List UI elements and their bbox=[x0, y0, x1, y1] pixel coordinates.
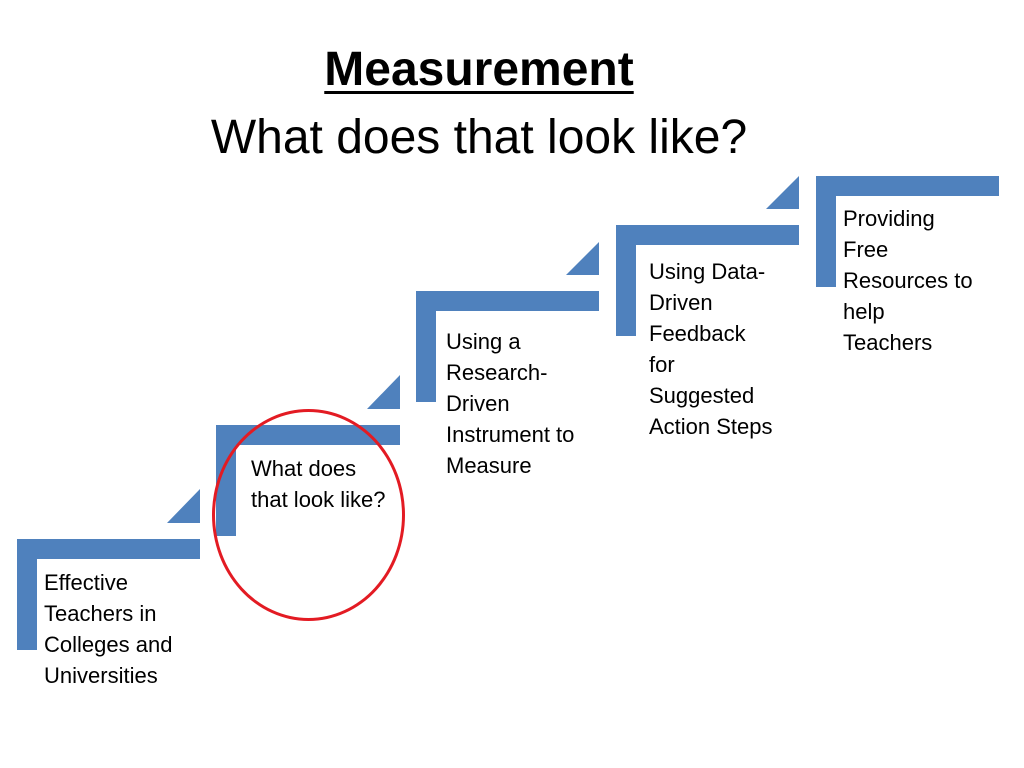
step-5-label: Providing Free Resources to help Teacher… bbox=[843, 206, 973, 355]
step-1-label: Effective Teachers in Colleges and Unive… bbox=[44, 570, 173, 688]
highlight-circle bbox=[212, 409, 405, 621]
step-5-bracket bbox=[816, 176, 999, 287]
step-4-label: Using Data-Driven Feedback for Suggested… bbox=[649, 259, 773, 439]
title-main: Measurement bbox=[324, 43, 634, 96]
step-1-arrow bbox=[167, 489, 200, 523]
title-subtitle: What does that look like? bbox=[210, 111, 748, 164]
slide-title: Measurement What does that look like? bbox=[0, 40, 958, 168]
step-4-arrow bbox=[766, 176, 799, 209]
step-3-arrow bbox=[566, 242, 599, 275]
step-1-bracket bbox=[17, 539, 200, 650]
step-3-label: Using a Research-Driven Instrument to Me… bbox=[446, 329, 575, 478]
step-3-bracket bbox=[416, 291, 599, 402]
step-2-arrow bbox=[367, 375, 400, 409]
step-4-bracket bbox=[616, 225, 799, 336]
